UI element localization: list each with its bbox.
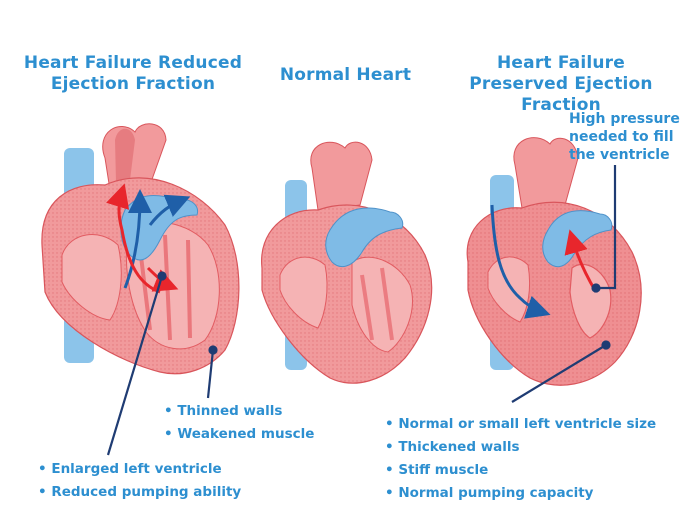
bullet-item: Normal or small left ventricle size	[385, 413, 656, 436]
bullet-item: Reduced pumping ability	[38, 481, 241, 504]
bullet-item: Weakened muscle	[164, 423, 314, 446]
bullet-item: Stiff muscle	[385, 459, 656, 482]
bullets-hfpef: Normal or small left ventricle size Thic…	[385, 413, 656, 505]
bullet-item: Thinned walls	[164, 400, 314, 423]
leader-dot-right-wall	[603, 342, 610, 349]
bullets-thinned-walls: Thinned walls Weakened muscle	[164, 400, 314, 446]
bullet-item: Thickened walls	[385, 436, 656, 459]
heart-normal	[262, 142, 432, 383]
callout-high-pressure: High pressure needed to fill the ventric…	[569, 110, 689, 164]
bullets-enlarged-ventricle: Enlarged left ventricle Reduced pumping …	[38, 458, 241, 504]
bullet-item: Normal pumping capacity	[385, 482, 656, 505]
bullet-item: Enlarged left ventricle	[38, 458, 241, 481]
leader-dot-enlarged-ventricle	[159, 273, 166, 280]
leader-dot-pressure	[593, 285, 600, 292]
leader-dot-thinned-walls	[210, 347, 217, 354]
heart-hfref	[42, 124, 239, 374]
